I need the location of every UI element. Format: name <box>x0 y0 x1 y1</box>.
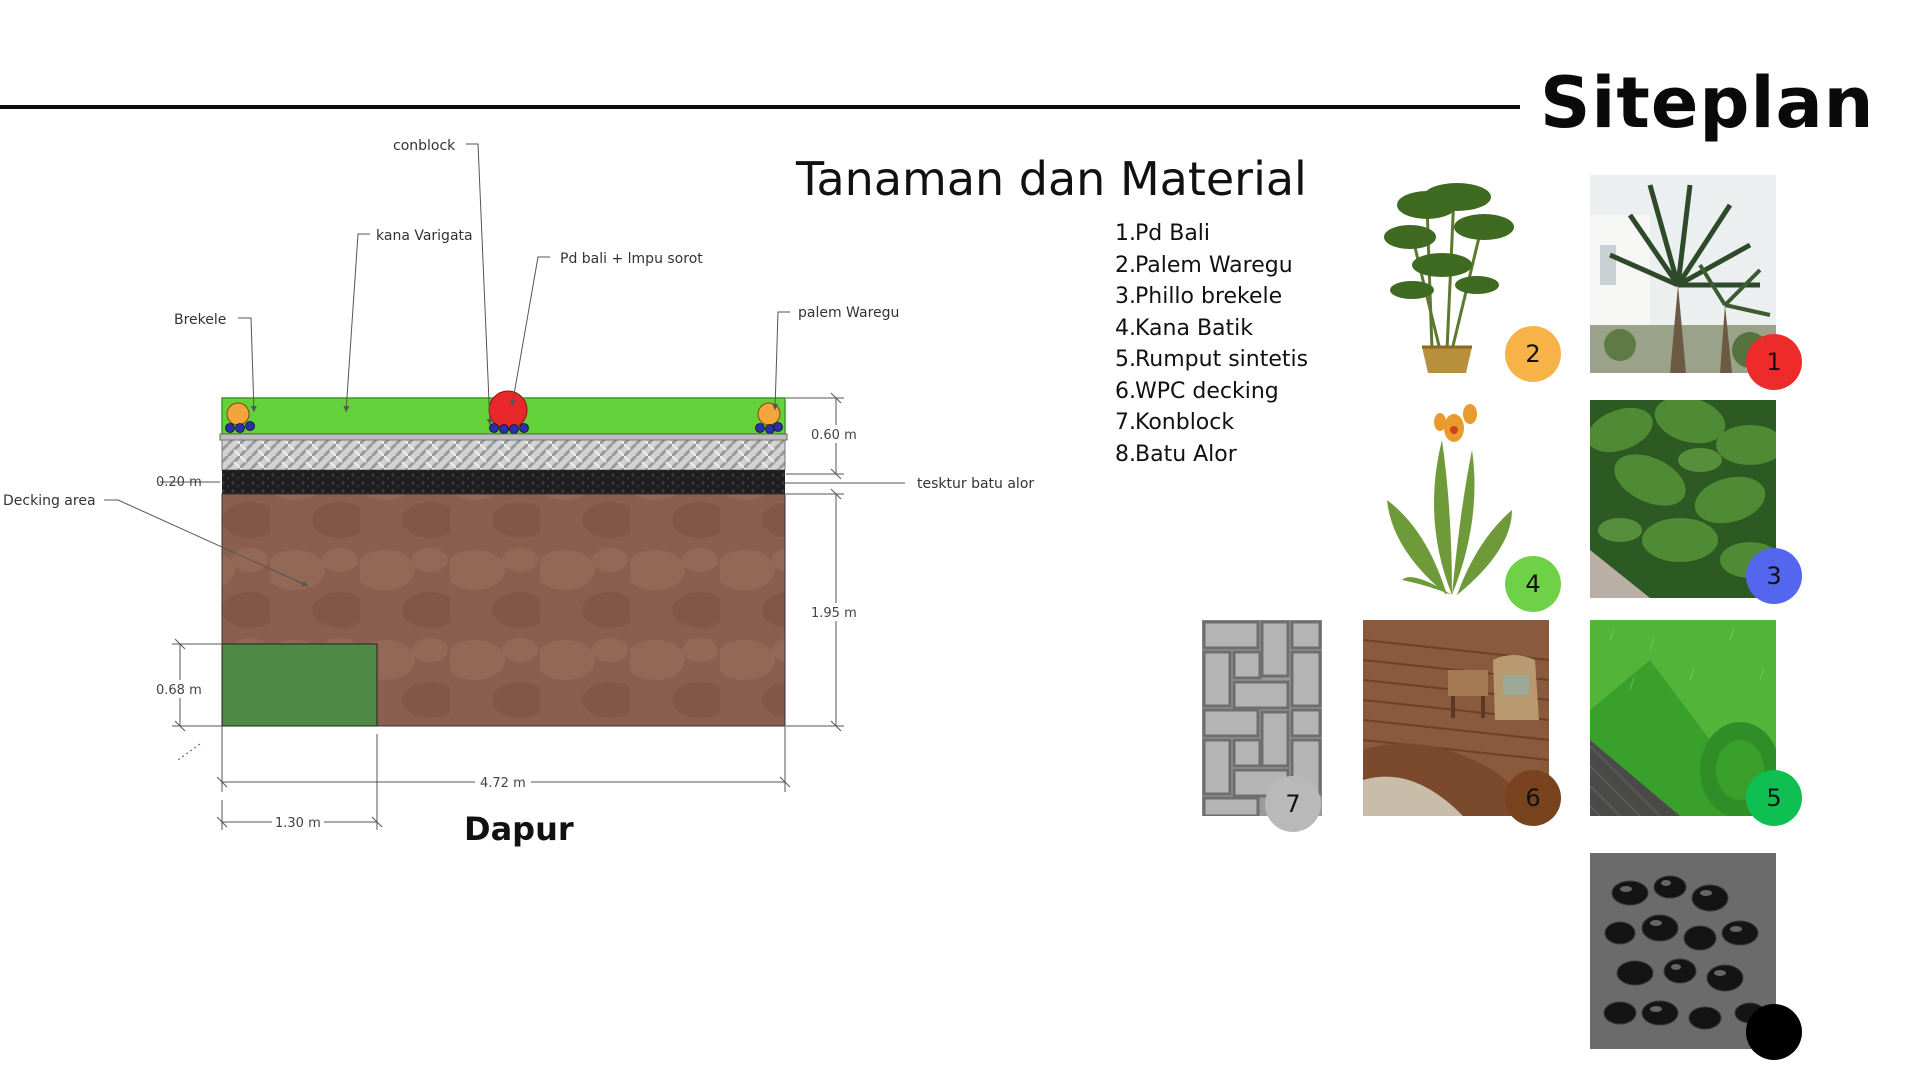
dim-4-72: 4.72 m <box>480 776 526 791</box>
callout-batu: tesktur batu alor <box>917 476 1034 492</box>
callout-pdbali: Pd bali + lmpu sorot <box>560 251 703 267</box>
stone-band <box>222 470 785 494</box>
badge-7: 7 <box>1265 776 1321 832</box>
badge-5: 5 <box>1746 770 1802 826</box>
dim-0-60: 0.60 m <box>811 428 857 443</box>
header-divider <box>0 105 1520 109</box>
grass-area <box>221 643 378 727</box>
callout-decking: Decking area <box>3 493 96 509</box>
dim-1-30: 1.30 m <box>275 816 321 831</box>
photo-palem-waregu <box>1382 175 1522 373</box>
palem-symbol <box>757 402 781 426</box>
callout-kana: kana Varigata <box>376 228 473 244</box>
callout-brekele: Brekele <box>174 312 226 328</box>
photo-kana-batik <box>1382 400 1522 598</box>
badge-8 <box>1746 1004 1802 1060</box>
legend-list: 1.Pd Bali 2.Palem Waregu 3.Phillo brekel… <box>1115 218 1308 470</box>
plan-caption: Dapur <box>464 810 574 848</box>
legend-item: 7.Konblock <box>1115 410 1235 435</box>
callout-palem: palem Waregu <box>798 305 899 321</box>
legend-item: 2.Palem Waregu <box>1115 252 1293 278</box>
dim-0-68: 0.68 m <box>156 683 202 698</box>
badge-2: 2 <box>1505 326 1561 382</box>
legend-item: 6.WPC decking <box>1115 378 1279 404</box>
section-heading: Tanaman dan Material <box>796 152 1307 206</box>
brekele-symbol <box>226 402 250 426</box>
badge-1: 1 <box>1746 334 1802 390</box>
legend-item: 3.Phillo brekele <box>1115 284 1283 309</box>
page-title: Siteplan <box>1540 62 1875 144</box>
photo-konblock <box>1202 620 1322 816</box>
legend-item: 1.Pd Bali <box>1115 221 1211 246</box>
photo-pd-bali <box>1590 175 1776 373</box>
photo-batu-alor <box>1590 853 1776 1049</box>
badge-3: 3 <box>1746 548 1802 604</box>
legend-item: 8.Batu Alor <box>1115 441 1237 467</box>
dim-1-95: 1.95 m <box>811 606 857 621</box>
conblock-band <box>221 439 786 471</box>
dim-0-20: 0.20 m <box>156 475 202 490</box>
badge-4: 4 <box>1505 556 1561 612</box>
badge-6: 6 <box>1505 770 1561 826</box>
legend-item: 5.Rumput sintetis <box>1115 347 1309 372</box>
site-plan-drawing: conblock kana Varigata Pd bali + lmpu so… <box>3 138 1034 831</box>
photo-rumput-sintetis <box>1590 620 1776 816</box>
legend-item: 4.Kana Batik <box>1115 315 1253 341</box>
callout-conblock: conblock <box>393 138 456 154</box>
photo-phillo-brekele <box>1590 400 1776 598</box>
